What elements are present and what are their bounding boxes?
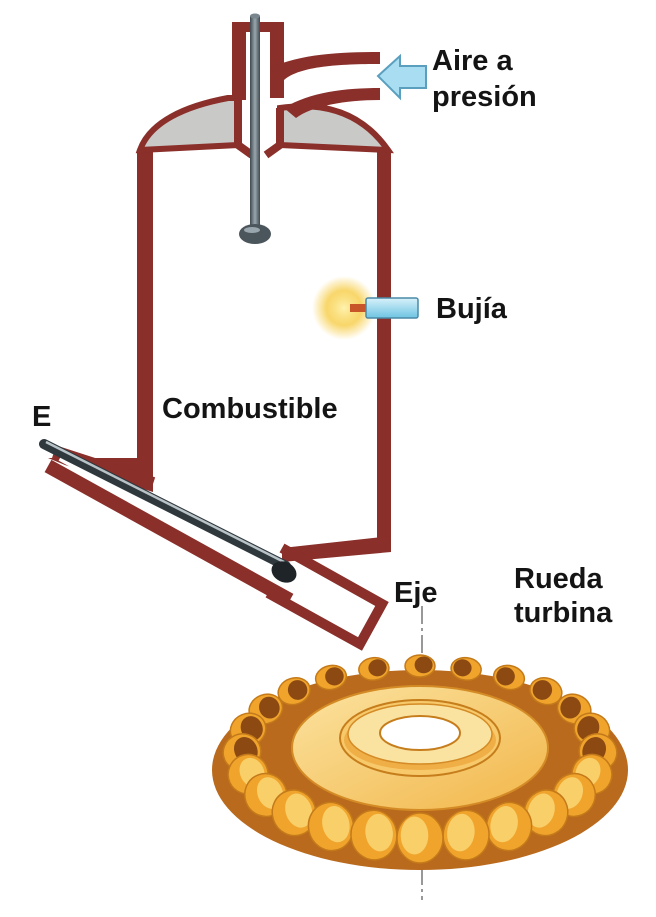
intake-pipe	[232, 28, 246, 100]
valve-throat	[234, 98, 284, 159]
turbine-bucket-cavity	[560, 696, 581, 719]
turbine-bucket-cavity	[368, 659, 387, 677]
chamber-left-wall	[137, 150, 153, 478]
air-pipe-upper	[270, 52, 380, 80]
turbine-bucket-cavity	[453, 659, 472, 677]
valve-head	[239, 224, 271, 244]
turbine-bucket-cavity	[325, 667, 344, 686]
turbine-bucket-cavity	[259, 696, 280, 719]
intake-pipe-right	[270, 28, 284, 98]
air-pipe-lower	[284, 88, 380, 118]
label-fuel: Combustible	[162, 393, 338, 425]
valve-head-highlight	[244, 227, 260, 233]
chamber-bottom-ledge	[282, 536, 391, 562]
turbine-bucket-cavity	[285, 793, 313, 828]
spark-plug	[312, 276, 419, 340]
spark-glow	[312, 276, 376, 340]
wheel-hole	[379, 715, 461, 751]
turbine-bucket-cavity	[287, 680, 308, 700]
label-air-line1: Aire a	[432, 45, 513, 77]
turbine-bucket-cavity	[447, 813, 475, 852]
turbine-bucket-cavity	[400, 816, 429, 855]
nozzle-channel	[58, 455, 280, 578]
spark-plug-body	[365, 297, 419, 319]
turbine-bucket-cavity	[496, 667, 515, 686]
valve-rod-top	[250, 13, 260, 19]
label-wheel-line1: Rueda	[514, 563, 604, 595]
label-wheel-line2: turbina	[514, 597, 613, 629]
air-arrow-icon	[376, 53, 427, 101]
turbine-bucket-cavity	[527, 793, 555, 828]
turbine-bucket-cavity	[414, 656, 433, 674]
label-inlet: E	[32, 401, 51, 433]
turbine-bucket-cavity	[490, 806, 518, 843]
needle-rod-shine	[45, 440, 285, 564]
nozzle-lower-tip	[265, 543, 389, 651]
nozzle	[39, 439, 389, 651]
wheel-buckets	[222, 654, 618, 864]
needle-tip	[271, 561, 297, 583]
label-air-line2: presión	[432, 81, 537, 113]
turbine-bucket-cavity	[322, 806, 350, 843]
label-spark-plug: Bujía	[436, 293, 508, 325]
valve-rod	[250, 16, 260, 226]
chamber-right-wall	[377, 150, 391, 550]
turbine-bucket-cavity	[365, 813, 393, 852]
dome-left	[135, 95, 241, 154]
combustion-chamber	[135, 13, 394, 562]
turbine-bucket-cavity	[532, 680, 553, 700]
spark-plug-electrode	[350, 304, 368, 312]
nozzle-lower-wall	[44, 459, 294, 607]
needle-rod	[39, 439, 291, 571]
label-axis: Eje	[394, 577, 438, 609]
turbine-wheel	[212, 654, 628, 870]
